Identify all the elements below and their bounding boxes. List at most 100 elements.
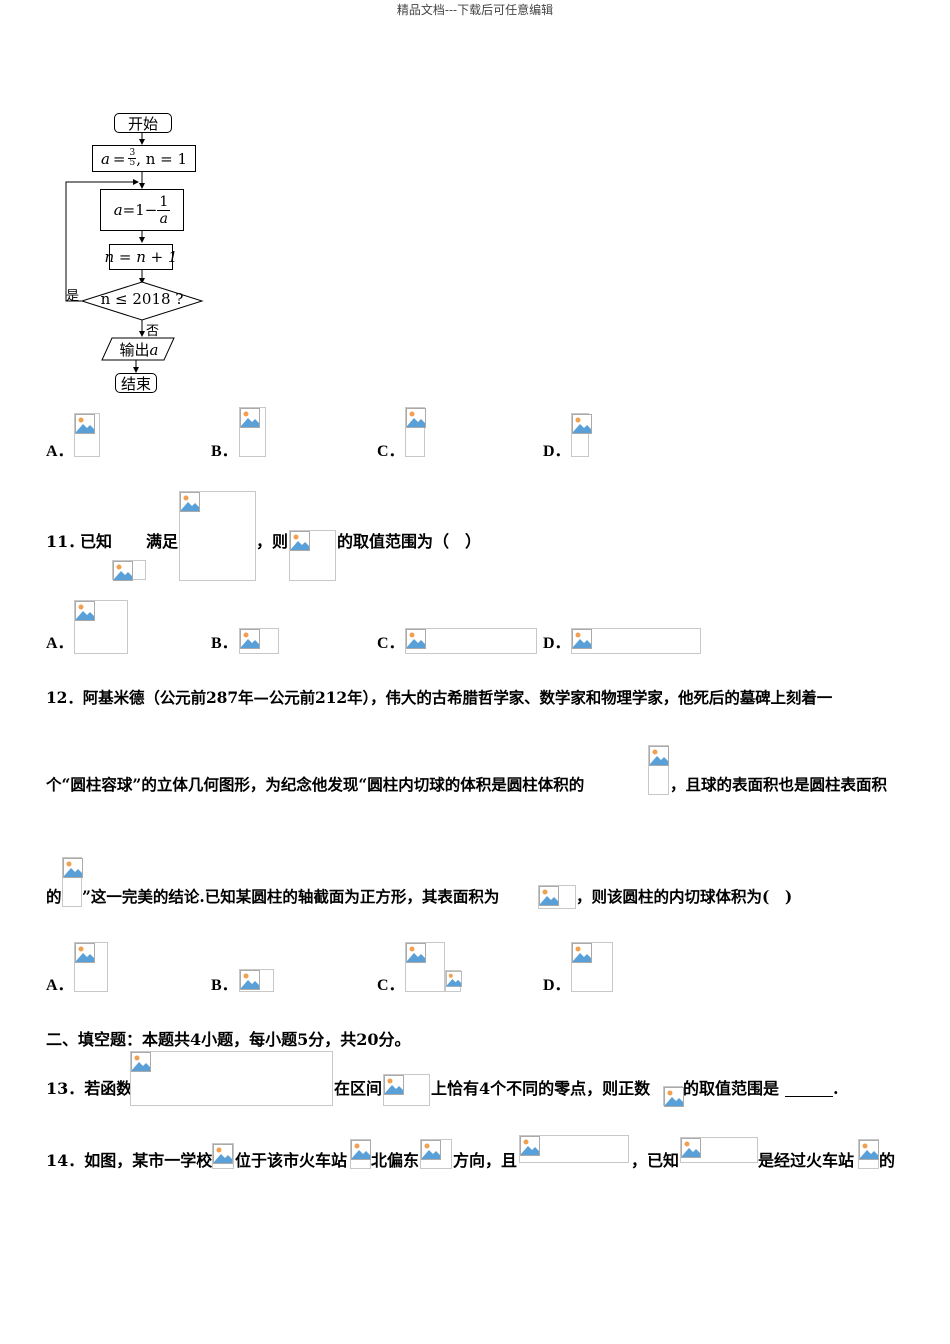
- flowchart-start: 开始: [114, 113, 172, 133]
- broken-image-icon: [63, 858, 83, 878]
- output-var: a: [149, 341, 159, 359]
- q14-text-3: 北偏东: [371, 1151, 420, 1170]
- flowchart-output: 输出a: [108, 339, 170, 360]
- q11-option-d-label: D．: [543, 635, 571, 652]
- q11-text-2: 满足: [146, 532, 179, 551]
- broken-image-icon: [406, 629, 426, 649]
- q10-option-d-label: D．: [543, 443, 571, 460]
- assign-a-mid: =1−: [122, 201, 158, 219]
- q11-option-c-image: [405, 628, 537, 654]
- broken-image-icon: [290, 531, 310, 551]
- init-a: a: [100, 149, 110, 168]
- q12-line-3b: ”这一完美的结论.已知某圆柱的轴截面为正方形，其表面积为: [82, 887, 500, 906]
- q12-option-d-label: D．: [543, 977, 571, 994]
- q13-image-omega: [663, 1086, 684, 1107]
- q13-text-3: 上恰有4个不同的零点，则正数: [431, 1079, 651, 1098]
- q10-option-d-image: [571, 413, 592, 457]
- q14-text-5: ，已知: [631, 1151, 680, 1170]
- q10-option-c-label: C．: [377, 443, 405, 460]
- flowchart-start-label: 开始: [127, 114, 158, 133]
- section-2-heading: 二、填空题：本题共4小题，每小题5分，共20分。: [46, 1030, 411, 1049]
- q12-option-b-image: [239, 969, 274, 992]
- broken-image-icon: [113, 561, 133, 581]
- assign-a-num: 1: [157, 193, 171, 211]
- flowchart-assign-a: a =1− 1 a: [100, 189, 184, 231]
- q14-image-station: [350, 1139, 371, 1169]
- init-fraction-num: 3: [128, 148, 137, 159]
- page-header: 精品文档---下载后可任意编辑: [396, 3, 554, 17]
- q13-answer-blank[interactable]: [785, 1082, 833, 1097]
- q10-option-c-image: [405, 407, 426, 457]
- flowchart-yes-label: 是: [66, 289, 80, 304]
- assign-a-fraction: 1 a: [157, 193, 171, 227]
- q12-option-a-image: [74, 942, 108, 992]
- flowchart-end: 结束: [115, 373, 157, 393]
- q14-image-distance: [519, 1135, 629, 1163]
- broken-image-icon: [649, 746, 669, 766]
- q11-option-b-image: [239, 628, 279, 654]
- q10-option-b-image: [239, 407, 266, 457]
- broken-image-icon: [859, 1140, 879, 1160]
- q12-option-a-label: A．: [46, 977, 74, 994]
- q14-image-station-2: [858, 1139, 879, 1169]
- q13-text-2: 在区间: [334, 1079, 383, 1098]
- init-eq: =: [112, 149, 126, 168]
- q12-line-2b: ，且球的表面积也是圆柱表面积: [670, 775, 888, 794]
- flowchart-assign-n: n = n + 1: [104, 244, 178, 270]
- assign-n-label: n = n + 1: [104, 248, 178, 266]
- q11-option-b-label: B．: [211, 635, 238, 652]
- broken-image-icon: [240, 970, 260, 990]
- q14-image-school: [212, 1143, 234, 1169]
- q13-image-function: [130, 1051, 333, 1106]
- q14-text-1: 14．如图，某市一学校: [46, 1151, 213, 1170]
- q11-option-a-label: A．: [46, 635, 74, 652]
- condition-label: n ≤ 2018 ?: [100, 290, 184, 308]
- flowchart: 开始 a = 3 5 , n = 1 a =1− 1 a n = n + 1 n…: [60, 110, 220, 400]
- q13-text-5: .: [833, 1079, 839, 1098]
- q13-text-1: 13．若函数: [46, 1079, 133, 1098]
- broken-image-icon: [520, 1136, 540, 1156]
- broken-image-icon: [75, 601, 95, 621]
- broken-image-icon: [351, 1140, 371, 1160]
- q12-line-3a: 的: [46, 887, 62, 906]
- broken-image-icon: [131, 1052, 151, 1072]
- q13-image-interval: [383, 1074, 430, 1106]
- flowchart-end-label: 结束: [120, 374, 151, 393]
- q10-option-a-label: A．: [46, 443, 74, 460]
- q14-text-7: 的: [879, 1151, 896, 1170]
- q11-image-constraints: [179, 491, 256, 581]
- broken-image-icon: [240, 629, 260, 649]
- q12-image-fraction-2: [62, 857, 83, 907]
- broken-image-icon: [384, 1075, 404, 1095]
- flowchart-condition: n ≤ 2018 ?: [82, 290, 202, 308]
- broken-image-icon: [406, 408, 426, 428]
- q14-text-6: 是经过火车站: [758, 1151, 855, 1170]
- assign-a-den: a: [159, 210, 168, 227]
- q12-option-d-image: [571, 942, 613, 992]
- flowchart-no-label: 否: [146, 324, 160, 339]
- q14-image-given: [680, 1137, 758, 1163]
- q12-line-1: 12．阿基米德（公元前287年—公元前212年），伟大的古希腊哲学家、数学家和物…: [46, 688, 833, 707]
- broken-image-icon: [213, 1144, 233, 1164]
- broken-image-icon: [446, 971, 462, 987]
- flowchart-init: a = 3 5 , n = 1: [92, 145, 196, 172]
- q12-option-b-label: B．: [211, 977, 238, 994]
- q10-option-b-label: B．: [211, 443, 238, 460]
- q14-text-4: 方向，且: [453, 1151, 518, 1170]
- broken-image-icon: [75, 414, 95, 434]
- broken-image-icon: [572, 414, 592, 434]
- q11-image-variable: [112, 560, 146, 581]
- broken-image-icon: [406, 943, 426, 963]
- broken-image-icon: [240, 408, 260, 428]
- q11-text-4: 的取值范围为（ ）: [337, 532, 482, 551]
- init-fraction: 3 5: [128, 148, 137, 168]
- q12-image-fraction-1: [648, 745, 669, 795]
- q12-line-2a: 个“圆柱容球”的立体几何图形，为纪念他发现“圆柱内切球的体积是圆柱体积的: [46, 775, 585, 794]
- init-fraction-den: 5: [129, 158, 136, 168]
- q14-text-2: 位于该市火车站: [235, 1151, 348, 1170]
- q11-number: 11．: [46, 532, 85, 551]
- output-label: 输出: [119, 341, 150, 359]
- q12-image-surface-area: [538, 885, 576, 909]
- q12-line-3c: ，则该圆柱的内切球体积为( ): [576, 887, 793, 906]
- broken-image-icon: [421, 1140, 441, 1160]
